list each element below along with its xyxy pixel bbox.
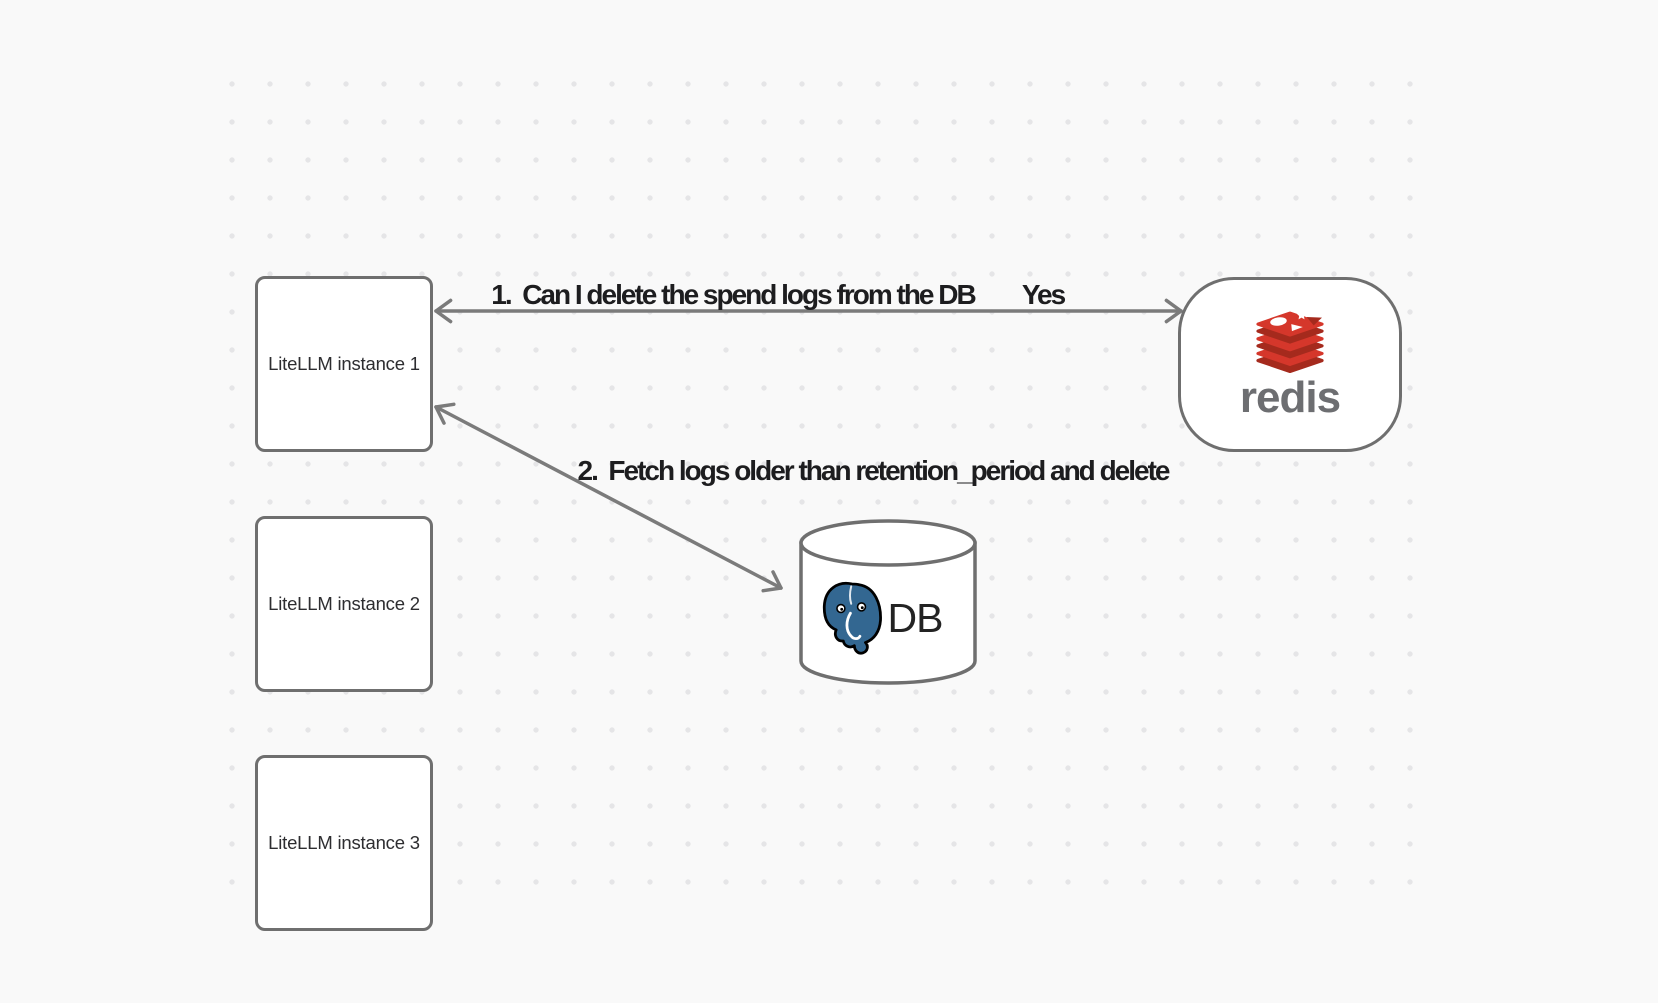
redis-node: redis [1178,277,1402,452]
litellm-instance-2-node: LiteLLM instance 2 [255,516,433,692]
db-label: DB [887,594,944,641]
litellm-instance-3-node: LiteLLM instance 3 [255,755,433,931]
edge-2-label: 2. Fetch logs older than retention_perio… [577,455,1171,486]
db-node-content: DB [790,579,968,657]
litellm-instance-3-label: LiteLLM instance 3 [268,832,420,853]
redis-stack-icon [1256,309,1324,373]
postgresql-elephant-icon [822,581,882,655]
litellm-instance-1-label: LiteLLM instance 1 [268,353,420,374]
database-cylinder-icon [799,519,977,685]
redis-wordmark: redis [1239,372,1341,422]
edge-1-label: 1. Can I delete the spend logs from the … [491,279,976,310]
edge-1-response-label: Yes [1021,279,1066,310]
litellm-instance-1-node: LiteLLM instance 1 [255,276,433,452]
db-node: DB [799,519,977,685]
litellm-instance-2-label: LiteLLM instance 2 [268,593,420,614]
